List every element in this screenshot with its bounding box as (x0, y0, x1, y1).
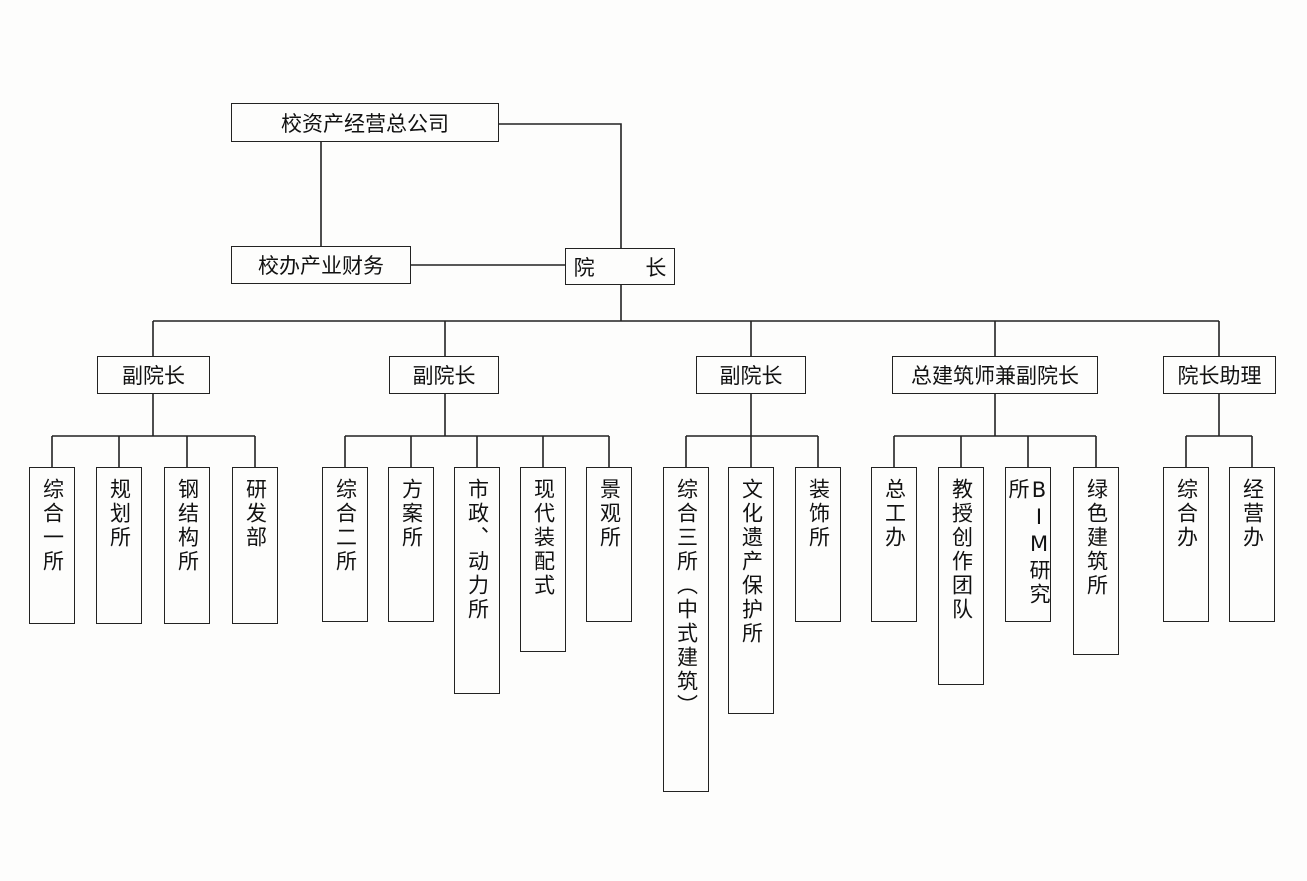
unit-label: 装饰所 (806, 478, 831, 550)
president-label: 院 长 (573, 255, 689, 280)
branch-title-label: 副院长 (122, 364, 185, 388)
unit-label: 总工办 (882, 478, 907, 550)
branch-title-5: 院长助理 (1163, 356, 1276, 394)
unit-box: 绿色建筑所 (1073, 467, 1119, 655)
unit-box: 市政、动力所 (454, 467, 500, 694)
branch-title-3: 副院长 (696, 356, 806, 394)
finance-box: 校办产业财务 (231, 246, 411, 284)
unit-box: 装饰所 (795, 467, 841, 622)
unit-label: 钢结构所 (175, 478, 200, 574)
branch-title-label: 副院长 (412, 364, 476, 388)
branch-title-1: 副院长 (97, 356, 210, 394)
unit-box: 综合三所（中式建筑） (663, 467, 709, 792)
unit-box: 综合一所 (29, 467, 75, 624)
unit-box: 综合二所 (322, 467, 368, 622)
unit-box: 经营办 (1229, 467, 1275, 622)
unit-box: 钢结构所 (164, 467, 210, 624)
unit-box: 综合办 (1163, 467, 1209, 622)
unit-label: 综合办 (1174, 478, 1199, 550)
branch-title-label: 副院长 (719, 364, 783, 388)
unit-label: 景观所 (597, 478, 622, 550)
unit-label: 教授创作团队 (949, 478, 974, 622)
unit-label: 研发部 (243, 478, 268, 550)
unit-box: 景观所 (586, 467, 632, 622)
unit-label: 综合二所 (333, 478, 358, 574)
unit-label: 现代装配式 (531, 478, 556, 598)
unit-box: 教授创作团队 (938, 467, 984, 685)
unit-box: 总工办 (871, 467, 917, 622)
unit-label: 方案所 (399, 478, 424, 550)
unit-label: 规划所 (107, 478, 132, 550)
company-label: 校资产经营总公司 (281, 111, 449, 136)
president-box: 院 长 (565, 248, 675, 285)
branch-title-4: 总建筑师兼副院长 (892, 356, 1098, 394)
unit-label: 市政、动力所 (465, 478, 490, 622)
branch-title-2: 副院长 (389, 356, 499, 394)
unit-box: 方案所 (388, 467, 434, 622)
unit-box: 研发部 (232, 467, 278, 624)
unit-label: 文化遗产保护所 (739, 478, 764, 646)
branch-title-label: 总建筑师兼副院长 (911, 364, 1079, 388)
unit-label: 经营办 (1240, 478, 1265, 550)
unit-box: BIM研究所 (1005, 467, 1051, 622)
unit-label: BIM研究所 (1006, 478, 1051, 607)
finance-label: 校办产业财务 (258, 254, 384, 278)
unit-label: 综合三所（中式建筑） (674, 478, 699, 718)
unit-label: 综合一所 (40, 478, 65, 574)
branch-title-label: 院长助理 (1177, 364, 1262, 388)
unit-box: 现代装配式 (520, 467, 566, 652)
company-box: 校资产经营总公司 (231, 103, 499, 142)
unit-label: 绿色建筑所 (1084, 478, 1109, 598)
unit-box: 文化遗产保护所 (728, 467, 774, 714)
unit-box: 规划所 (96, 467, 142, 624)
